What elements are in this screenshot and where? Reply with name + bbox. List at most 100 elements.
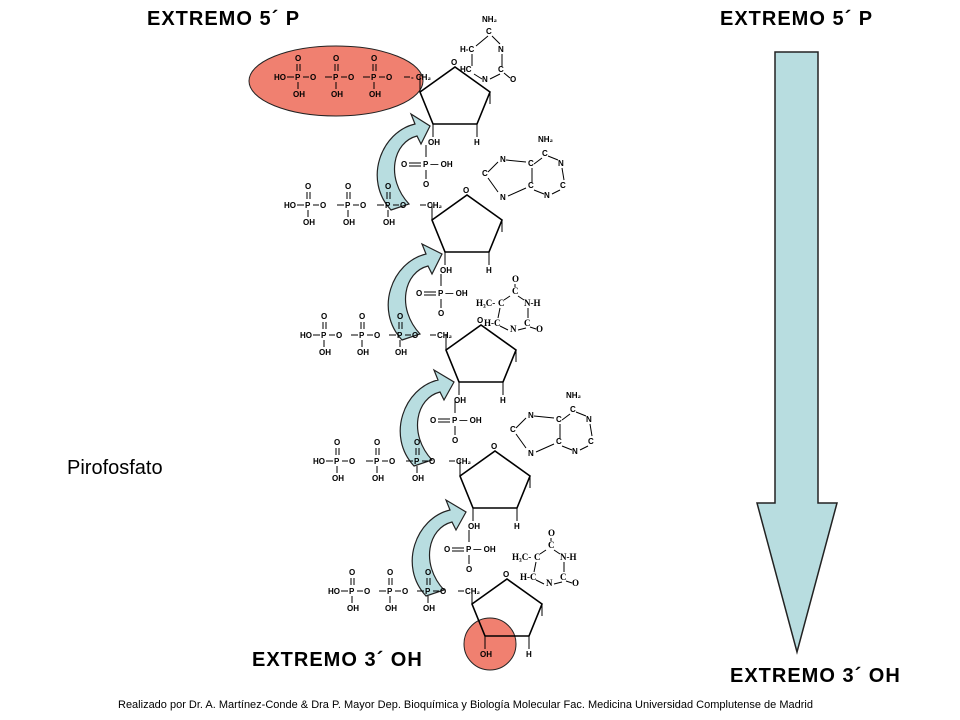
- phosphorus-atom: P: [397, 331, 403, 340]
- base-bond: [475, 35, 489, 47]
- phosphate-oxo-oxygen: O: [425, 568, 431, 577]
- phosphodiester-p-oh: P — OH: [452, 416, 482, 425]
- bridging-oxygen: O: [349, 457, 355, 466]
- base-bond: [589, 423, 593, 437]
- bridging-oxygen: O: [336, 331, 342, 340]
- base-bond: [515, 433, 527, 449]
- title-3oh-right: EXTREMO 3´ OH: [730, 665, 901, 687]
- base-bond: [503, 295, 511, 301]
- ring-oxygen: O: [503, 570, 509, 579]
- base-bond: [489, 73, 501, 80]
- base-bond: [579, 445, 589, 451]
- base-bond: [505, 159, 527, 163]
- base-nitrogen: N: [498, 45, 504, 54]
- phosphorus-atom: P: [334, 457, 340, 466]
- phosphate-oxo-oxygen: O: [349, 568, 355, 577]
- base-bond: [533, 189, 545, 195]
- base-carbon: C: [570, 405, 576, 414]
- base-keto-oxygen: O: [512, 274, 519, 284]
- base-bond: [553, 581, 563, 585]
- deoxyribose-ring: [445, 324, 517, 383]
- base-nitrogen: N: [572, 447, 578, 456]
- base-carbon: C: [548, 540, 555, 550]
- phosphate-oxo-oxygen: O: [305, 182, 311, 191]
- deoxyribose-ring: [471, 578, 543, 637]
- phosphate-ho-text: HO: [313, 457, 325, 466]
- base-keto-oxygen: O: [572, 578, 579, 588]
- base-bond: [491, 35, 501, 45]
- phosphate-oxo-oxygen: O: [345, 182, 351, 191]
- phosphate-oxo-oxygen: O: [371, 54, 377, 63]
- base-bond: [535, 579, 545, 585]
- phosphate-ho-text: HO: [274, 73, 286, 82]
- pyrophosphate-label: Pirofosfato: [67, 457, 163, 479]
- base-carbon: C: [512, 286, 519, 296]
- bridging-oxygen: O: [440, 587, 446, 596]
- title-3oh-left: EXTREMO 3´ OH: [252, 649, 423, 671]
- phosphodiester-p-oh: P — OH: [438, 289, 468, 298]
- bridging-oxygen: O: [402, 587, 408, 596]
- base-carbon: C: [588, 437, 594, 446]
- methylene-ch2: - CH₂: [411, 73, 431, 82]
- phosphate-hydroxyl: OH: [423, 604, 435, 613]
- base-nh-group: N-H: [560, 552, 577, 562]
- ring-oxygen: O: [463, 186, 469, 195]
- base-carbon: C: [534, 552, 541, 562]
- base-carbon: C: [498, 65, 504, 74]
- base-nitrogen: N: [544, 191, 550, 200]
- phosphate-ho-text: HO: [300, 331, 312, 340]
- ring-oxygen: O: [477, 316, 483, 325]
- bridging-oxygen: O: [429, 457, 435, 466]
- base-n1-nitrogen: N: [510, 324, 517, 334]
- phosphate-hydroxyl: OH: [347, 604, 359, 613]
- base-bond: [575, 411, 587, 417]
- base-carbon: C: [528, 181, 534, 190]
- phosphorus-atom: P: [295, 73, 301, 82]
- deoxyribose-ring: [419, 66, 491, 125]
- pyrophosphate-release-arrow: [376, 112, 431, 211]
- phosphodiester-oxygen: O: [438, 309, 444, 318]
- phosphate-oxo-oxygen: O: [397, 312, 403, 321]
- phosphate-oxo-oxygen: O: [295, 54, 301, 63]
- phosphate-hydroxyl: OH: [383, 218, 395, 227]
- phosphorus-atom: P: [371, 73, 377, 82]
- bridging-oxygen: O: [389, 457, 395, 466]
- phosphate-hydroxyl: OH: [369, 90, 381, 99]
- base-bond: [547, 155, 559, 161]
- methylene-ch2: CH₂: [437, 331, 453, 340]
- base-bond: [561, 413, 571, 421]
- base-carbon: C: [510, 425, 516, 434]
- base-ch-group: H-C: [484, 318, 501, 328]
- hydroxyl-3-highlight: [463, 617, 517, 671]
- bridging-oxygen: O: [348, 73, 354, 82]
- base-bond: [533, 157, 543, 165]
- base-carbon: C: [524, 318, 531, 328]
- phosphodiester-oxo: O: [430, 416, 436, 425]
- base-bond: [561, 167, 565, 181]
- base-nitrogen: N: [500, 155, 506, 164]
- base-bond: [503, 72, 511, 79]
- phosphodiester-oxo: O: [416, 289, 422, 298]
- amino-nh2: NH₂: [538, 135, 554, 144]
- phosphodiester-oxygen: O: [452, 436, 458, 445]
- base-carbon: C: [498, 298, 505, 308]
- bridging-oxygen: O: [374, 331, 380, 340]
- phosphate-ho-text: HO: [328, 587, 340, 596]
- phosphorus-atom: P: [345, 201, 351, 210]
- base-bond: [551, 189, 561, 195]
- base-keto-oxygen: O: [536, 324, 543, 334]
- base-bond: [487, 177, 499, 193]
- base-ch-group: H-C: [460, 45, 474, 54]
- base-nitrogen: N: [528, 411, 534, 420]
- phosphate-hydroxyl: OH: [385, 604, 397, 613]
- base-nitrogen: N: [586, 415, 592, 424]
- base-bond: [515, 417, 527, 429]
- base-keto-oxygen: O: [510, 75, 516, 84]
- base-bond: [553, 549, 561, 555]
- phosphorus-atom: P: [425, 587, 431, 596]
- phosphodiester-p-oh: P — OH: [423, 160, 453, 169]
- phosphate-hydroxyl: OH: [395, 348, 407, 357]
